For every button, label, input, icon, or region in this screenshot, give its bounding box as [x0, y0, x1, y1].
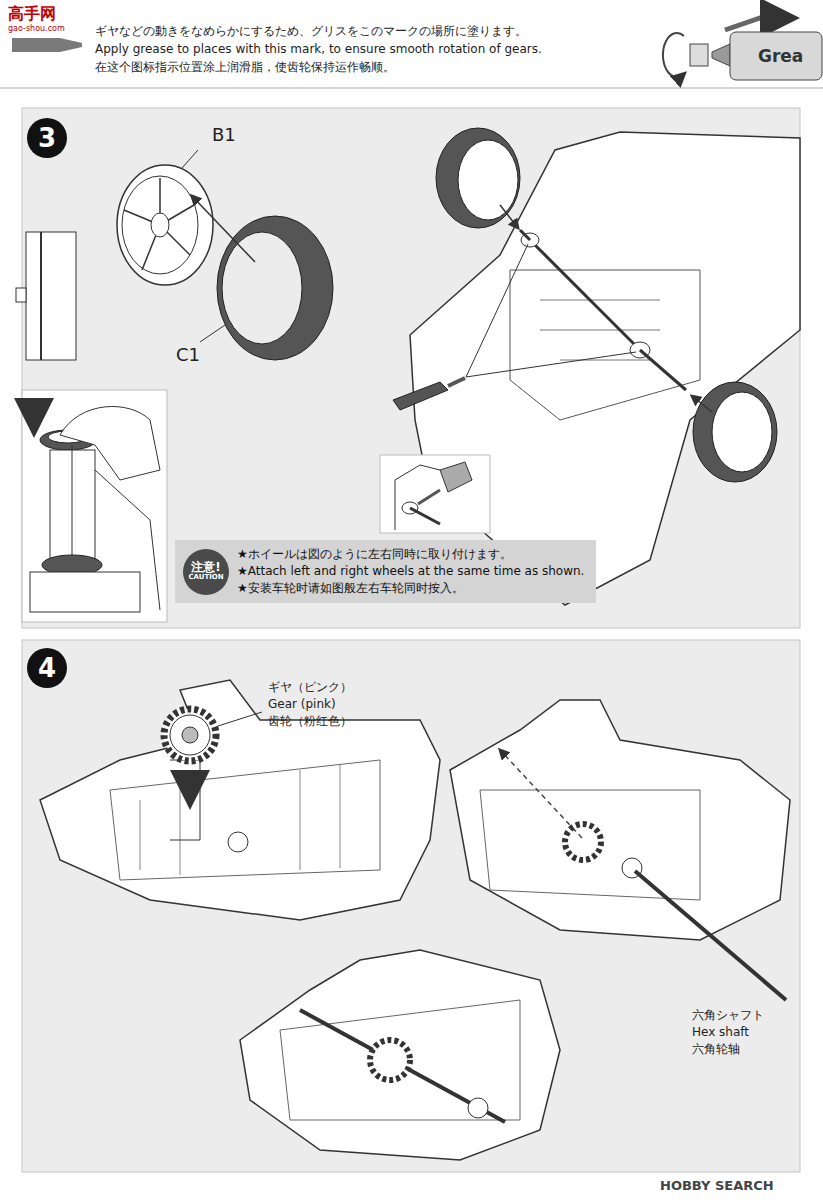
caution-band: ★ホイールは図のように左右同時に取り付けます。★Attach left and … — [175, 540, 596, 603]
tube-text: Grea — [758, 46, 803, 66]
instruction-text: 在这个图标指示位置涂上润滑脂，使齿轮保持运作畅顺。 — [95, 60, 395, 74]
step-number-text: 3 — [38, 123, 56, 153]
caution-text: ★ホイールは図のように左右同時に取り付けます。 — [237, 546, 584, 563]
part-label: 六角轮轴 — [692, 1042, 740, 1056]
part-label: 六角シャフト — [692, 1008, 764, 1022]
step-number-text: 4 — [38, 653, 56, 683]
caution-text: ★Attach left and right wheels at the sam… — [237, 563, 584, 580]
step-number: 3 — [27, 118, 67, 158]
instruction-text: Apply grease to places with this mark, t… — [95, 42, 542, 56]
caution-mark: 注意! — [191, 561, 220, 574]
part-label: ギヤ（ピンク） — [268, 680, 352, 694]
step-number: 4 — [27, 648, 67, 688]
part-label: Gear (pink) — [268, 697, 336, 711]
caution-mark: CAUTION — [188, 574, 223, 582]
part-name: B1 — [212, 124, 236, 146]
watermark: 高手网 — [8, 4, 56, 23]
caution-badge: 注意!CAUTION — [183, 549, 229, 595]
watermark: HOBBY SEARCH — [660, 1178, 774, 1194]
part-label: 齿轮（粉红色） — [268, 714, 352, 728]
watermark: gao-shou.com — [8, 24, 65, 34]
part-name: C1 — [176, 344, 200, 366]
instruction-text: ギヤなどの動きをなめらかにするため、グリスをこのマークの場所に塗ります。 — [95, 24, 527, 38]
caution-text: ★安装车轮时请如图般左右车轮同时按入。 — [237, 580, 584, 597]
part-label: Hex shaft — [692, 1025, 749, 1039]
